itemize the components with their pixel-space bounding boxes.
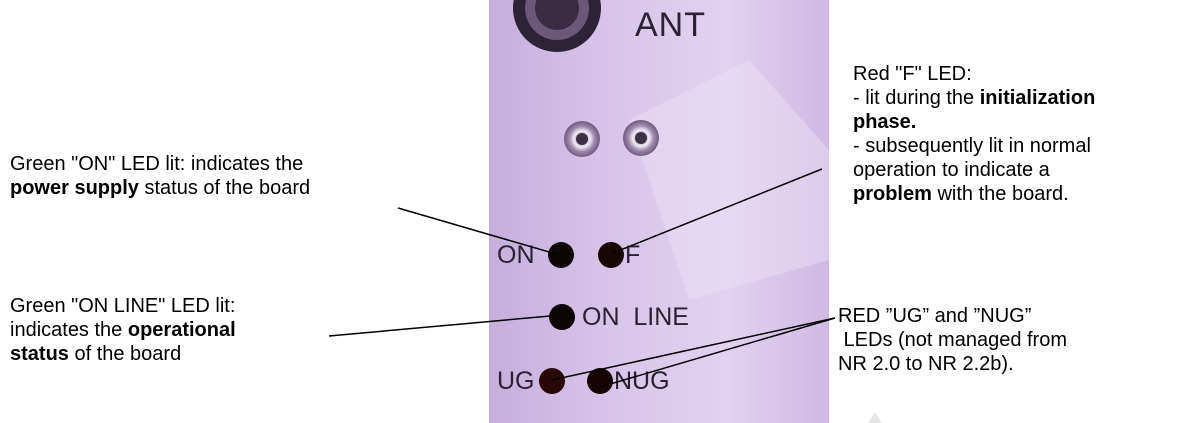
online-led-callout-line2-pre: indicates the (10, 319, 128, 341)
f-led-callout-line6-rest: with the board. (931, 183, 1069, 205)
online-led-callout: Green "ON LINE" LED lit: indicates the o… (10, 294, 236, 366)
f-led-callout-emphasis-2: phase. (853, 111, 917, 133)
ug-nug-callout-line2: LEDs (not managed from (838, 329, 1067, 351)
on-led-callout: Green "ON" LED lit: indicates the power … (10, 152, 310, 200)
online-led-callout-line3-rest: of the board (68, 343, 182, 365)
jack-right (623, 120, 659, 156)
on-led-callout-line2-rest: status of the board (138, 177, 311, 199)
on-led-callout-emphasis: power supply (10, 177, 139, 199)
ant-label: ANT (635, 6, 706, 44)
ug-nug-callout-line1: RED ”UG” and ”NUG” (838, 305, 1032, 327)
online-led-callout-line2: indicates the operational (10, 318, 236, 342)
online-led-callout-emphasis: operational (127, 319, 236, 341)
online-led-callout-line1: Green "ON LINE" LED lit: (10, 295, 236, 317)
online-led-callout-line3: status of the board (10, 342, 236, 366)
on-label: ON (497, 241, 535, 269)
ug-label: UG (497, 367, 535, 395)
on-line-label: ON LINE (582, 303, 689, 331)
ug-nug-callout-line3: NR 2.0 to NR 2.2b). (838, 353, 1014, 375)
on-led-callout-line1: Green "ON" LED lit: indicates the (10, 153, 304, 175)
f-label: F (625, 241, 641, 269)
nug-led (587, 368, 613, 394)
f-led-callout: Red "F" LED: - lit during the initializa… (853, 62, 1095, 206)
f-led-callout-line5: operation to indicate a (853, 159, 1050, 181)
f-led-callout-line3: phase. (853, 110, 1095, 134)
f-led-callout-emphasis: initialization (979, 87, 1096, 109)
panel-surface (489, 0, 829, 423)
on-led (548, 242, 574, 268)
nug-label: NUG (614, 367, 670, 395)
ant-connector (513, 0, 601, 52)
f-led-callout-emphasis-3: problem (853, 183, 932, 205)
on-led-callout-line2: power supply status of the board (10, 176, 310, 200)
jack-left (564, 121, 600, 157)
f-led-callout-line4: - subsequently lit in normal (853, 135, 1091, 157)
f-led-callout-line2: - lit during the initialization (853, 86, 1095, 110)
board-front-panel-photo: ANT ON F ON LINE UG NUG (489, 0, 829, 423)
decorative-arrow-mark (868, 412, 882, 423)
f-led-callout-line6: problem with the board. (853, 182, 1095, 206)
f-led-callout-line2-pre: - lit during the (853, 87, 980, 109)
f-led (598, 242, 624, 268)
on-line-led (549, 304, 575, 330)
online-led-callout-emphasis-2: status (10, 343, 69, 365)
ug-nug-callout: RED ”UG” and ”NUG” LEDs (not managed fro… (838, 304, 1067, 376)
f-led-callout-line1: Red "F" LED: (853, 63, 972, 85)
ug-led (539, 368, 565, 394)
